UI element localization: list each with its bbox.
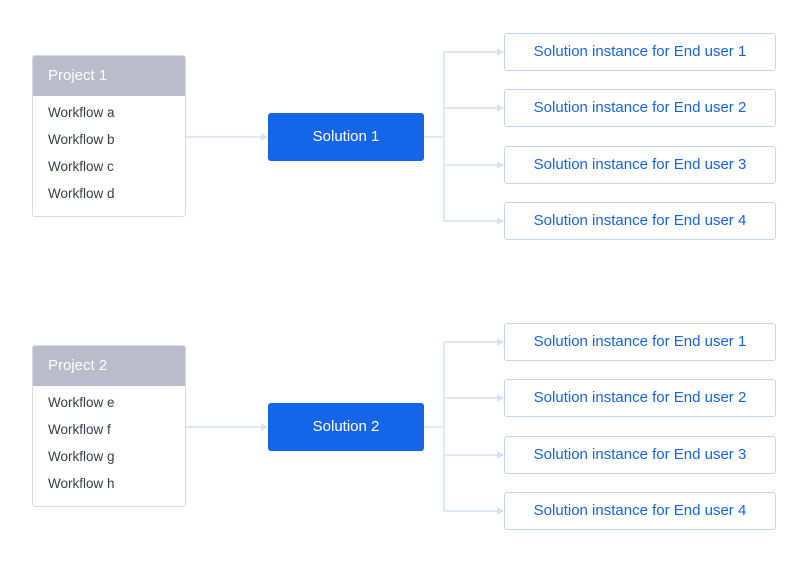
- solution-box-1[interactable]: Solution 1: [268, 113, 424, 161]
- solution-instance-4[interactable]: Solution instance for End user 4: [504, 202, 776, 240]
- workflow-item: Workflow g: [48, 449, 115, 464]
- workflow-item: Workflow c: [48, 159, 114, 174]
- solution-instance-3[interactable]: Solution instance for End user 3: [504, 146, 776, 184]
- workflow-item: Workflow b: [48, 132, 115, 147]
- workflow-item: Workflow e: [48, 395, 115, 410]
- project-title: Project 1: [33, 56, 185, 96]
- group-2: Project 2 Workflow e Workflow f Workflow…: [0, 323, 808, 575]
- project-title: Project 2: [33, 346, 185, 386]
- workflow-item: Workflow f: [48, 422, 111, 437]
- solution-instance-1[interactable]: Solution instance for End user 1: [504, 323, 776, 361]
- group-1: Project 1 Workflow a Workflow b Workflow…: [0, 33, 808, 285]
- project-card-2: Project 2 Workflow e Workflow f Workflow…: [32, 345, 186, 507]
- workflow-item: Workflow a: [48, 105, 115, 120]
- solution-instance-2[interactable]: Solution instance for End user 2: [504, 379, 776, 417]
- solution-instance-2[interactable]: Solution instance for End user 2: [504, 89, 776, 127]
- workflow-list: Workflow a Workflow b Workflow c Workflo…: [33, 96, 185, 211]
- workflow-item: Workflow d: [48, 186, 115, 201]
- solution-instance-4[interactable]: Solution instance for End user 4: [504, 492, 776, 530]
- workflow-item: Workflow h: [48, 476, 115, 491]
- workflow-list: Workflow e Workflow f Workflow g Workflo…: [33, 386, 185, 501]
- solution-instance-1[interactable]: Solution instance for End user 1: [504, 33, 776, 71]
- project-card-1: Project 1 Workflow a Workflow b Workflow…: [32, 55, 186, 217]
- solution-box-2[interactable]: Solution 2: [268, 403, 424, 451]
- solution-instance-3[interactable]: Solution instance for End user 3: [504, 436, 776, 474]
